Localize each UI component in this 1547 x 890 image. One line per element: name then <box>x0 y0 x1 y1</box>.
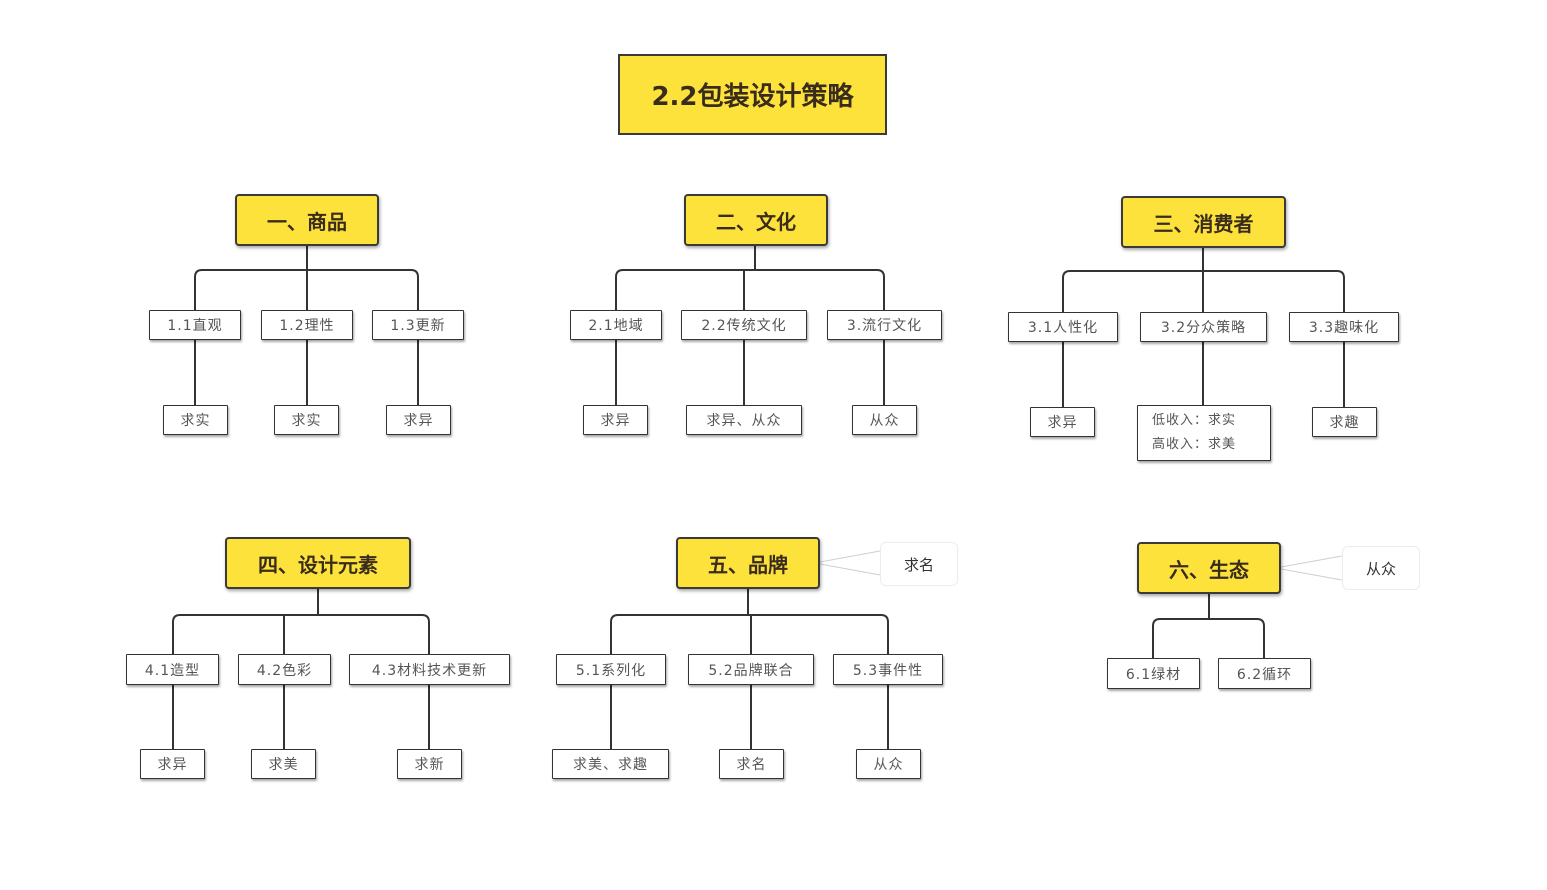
group-header-ecology: 六、生态 <box>1137 542 1281 594</box>
item-3-1: 3.1人性化 <box>1008 312 1118 342</box>
leaf-2-3: 从众 <box>852 405 917 435</box>
leaf-2-2: 求异、从众 <box>686 405 802 435</box>
item-3-3: 3.3趣味化 <box>1289 312 1399 342</box>
note-link-6-b <box>1280 568 1343 581</box>
leaf-5-2: 求名 <box>719 749 784 779</box>
connector-5-bus <box>610 614 889 654</box>
item-6-2: 6.2循环 <box>1218 658 1311 689</box>
note-link-5-b <box>819 563 881 576</box>
leaf-4-1: 求异 <box>140 749 205 779</box>
item-4-3: 4.3材料技术更新 <box>349 654 510 685</box>
leaf-4-2: 求美 <box>251 749 316 779</box>
group-header-consumer: 三、消费者 <box>1121 196 1286 248</box>
connector-2-bus <box>615 269 885 310</box>
item-1-2: 1.2理性 <box>261 310 353 340</box>
leaf-5-3: 从众 <box>856 749 921 779</box>
item-3-2: 3.2分众策略 <box>1140 312 1267 342</box>
leaf-2-1: 求异 <box>583 405 648 435</box>
leaf-3-2-line-low: 低收入：求实 <box>1152 413 1237 428</box>
item-1-1: 1.1直观 <box>149 310 241 340</box>
leaf-3-1: 求异 <box>1030 407 1095 437</box>
item-4-1: 4.1造型 <box>126 654 219 685</box>
item-5-1: 5.1系列化 <box>556 654 666 685</box>
item-2-2: 2.2传统文化 <box>681 310 807 340</box>
leaf-1-2: 求实 <box>274 405 339 435</box>
group-header-culture: 二、文化 <box>684 194 828 246</box>
group-header-brand: 五、品牌 <box>676 537 820 589</box>
note-link-5-a <box>819 550 881 563</box>
connector-4-bus <box>172 614 430 654</box>
leaf-5-1: 求美、求趣 <box>552 749 669 779</box>
page-title: 2.2包装设计策略 <box>618 54 887 135</box>
leaf-3-2-line-high: 高收入：求美 <box>1152 437 1237 452</box>
leaf-3-2: 低收入：求实 高收入：求美 <box>1137 405 1271 461</box>
item-4-2: 4.2色彩 <box>238 654 331 685</box>
leaf-3-3: 求趣 <box>1312 407 1377 437</box>
note-link-6-a <box>1280 555 1343 568</box>
item-6-1: 6.1绿材 <box>1107 658 1200 689</box>
item-1-3: 1.3更新 <box>372 310 464 340</box>
ecology-note: 从众 <box>1342 546 1420 590</box>
group-header-design-elements: 四、设计元素 <box>225 537 411 589</box>
brand-note: 求名 <box>880 542 958 586</box>
leaf-1-1: 求实 <box>163 405 228 435</box>
leaf-4-3: 求新 <box>397 749 462 779</box>
connector-6-bus <box>1152 618 1265 658</box>
item-2-3: 3.流行文化 <box>827 310 942 340</box>
group-header-commodity: 一、商品 <box>235 194 379 246</box>
item-5-2: 5.2品牌联合 <box>688 654 814 685</box>
leaf-1-3: 求异 <box>386 405 451 435</box>
item-2-1: 2.1地域 <box>570 310 662 340</box>
item-5-3: 5.3事件性 <box>833 654 943 685</box>
